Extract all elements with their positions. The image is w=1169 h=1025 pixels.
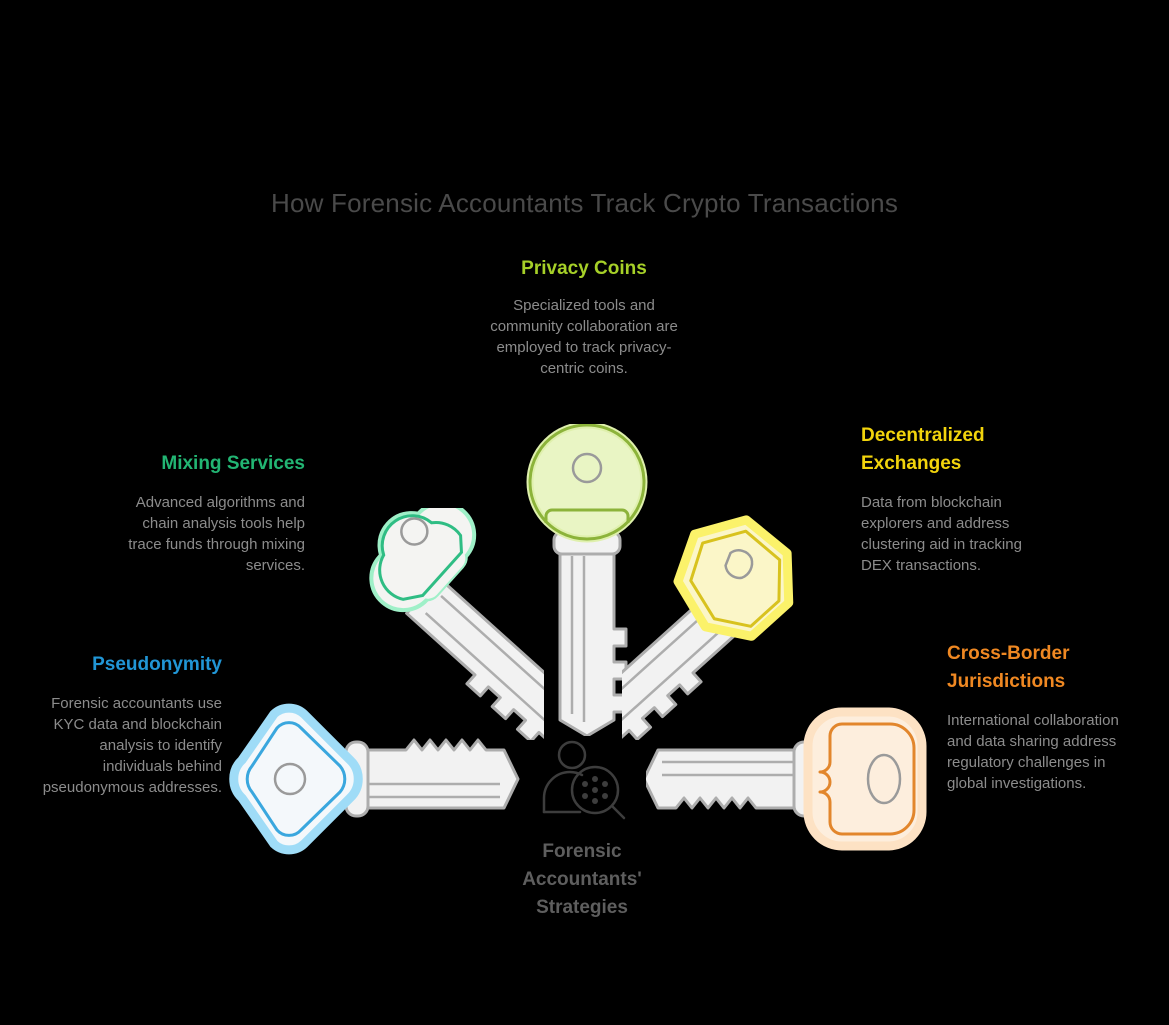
page-title: How Forensic Accountants Track Crypto Tr… xyxy=(270,188,899,218)
callout-body-decentralized-exchanges: Data from blockchain explorers and addre… xyxy=(861,494,1022,574)
callout-mixing-services: Mixing Services Advanced algorithms and … xyxy=(108,450,305,576)
key-clover-head-icon xyxy=(320,500,583,745)
callout-heading-decentralized-exchanges: Decentralized Exchanges xyxy=(861,425,985,474)
key-round-head-icon xyxy=(498,421,676,741)
callout-heading-cross-border-jurisdictions: Cross-Border Jurisdictions xyxy=(947,643,1070,692)
callout-privacy-coins: Privacy Coins Specialized tools and comm… xyxy=(484,255,684,379)
center-hub: Forensic Accountants' Strategies xyxy=(484,740,680,922)
callout-body-pseudonymity: Forensic accountants use KYC data and bl… xyxy=(42,695,222,796)
callout-decentralized-exchanges: Decentralized Exchanges Data from blockc… xyxy=(861,422,1051,576)
callout-cross-border-jurisdictions: Cross-Border Jurisdictions International… xyxy=(947,640,1143,794)
callout-heading-privacy-coins: Privacy Coins xyxy=(521,258,647,279)
callout-heading-pseudonymity: Pseudonymity xyxy=(92,654,222,675)
center-hub-label: Forensic Accountants' Strategies xyxy=(522,841,642,918)
callout-pseudonymity: Pseudonymity Forensic accountants use KY… xyxy=(28,651,222,798)
callout-heading-mixing-services: Mixing Services xyxy=(161,453,305,474)
callout-body-mixing-services: Advanced algorithms and chain analysis t… xyxy=(128,494,305,574)
callout-body-privacy-coins: Specialized tools and community collabor… xyxy=(490,297,678,377)
key-rounded-rect-head-icon xyxy=(642,698,934,865)
key-diamond-head-icon xyxy=(228,698,526,865)
callout-body-cross-border-jurisdictions: International collaboration and data sha… xyxy=(947,712,1119,792)
person-with-magnifier-icon xyxy=(542,740,626,820)
